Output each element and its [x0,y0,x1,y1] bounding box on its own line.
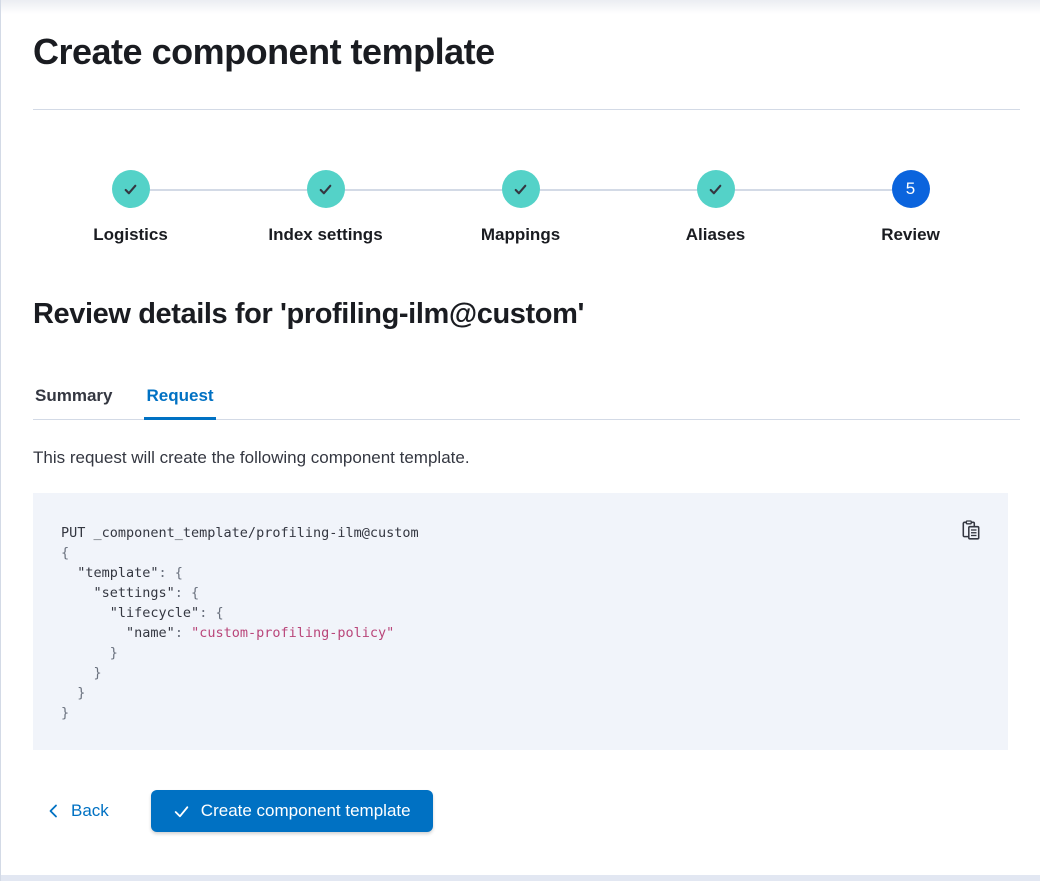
code-line: } [61,705,70,722]
request-description: This request will create the following c… [33,447,470,467]
step-label: Review [881,225,940,245]
code-line: { [61,545,70,562]
create-button-label: Create component template [200,801,411,821]
step-complete-circle [111,170,150,209]
step-label: Mappings [480,225,561,245]
code-line: } [61,645,118,662]
review-tabs: Summary Request [33,380,1020,420]
step-current-circle: 5 [891,170,930,209]
bottom-panel-edge [1,875,1040,881]
back-button[interactable]: Back [46,801,109,821]
title-divider [33,109,1020,111]
back-button-label: Back [71,801,109,821]
wizard-footer: Back Create component template [33,790,1008,833]
stepper-step-index-settings[interactable]: Index settings [228,170,423,245]
step-complete-circle [696,170,735,209]
stepper-step-mappings[interactable]: Mappings [423,170,618,245]
code-line: "lifecycle": { [109,605,224,622]
code-line: PUT _component_template/profiling-ilm@cu… [61,525,419,542]
check-icon [709,184,722,194]
code-line: "settings": { [93,585,200,602]
tab-request[interactable]: Request [144,380,216,420]
step-label: Index settings [268,225,383,245]
review-heading: Review details for 'profiling-ilm@custom… [33,298,584,331]
step-label: Logistics [93,225,168,245]
stepper-step-logistics[interactable]: Logistics [33,170,228,245]
create-component-template-button[interactable]: Create component template [150,790,433,833]
step-number: 5 [905,179,916,199]
code-line: "template": { [77,565,183,582]
top-shadow [1,0,1040,14]
step-complete-circle [501,170,540,209]
copy-clipboard-icon [962,520,980,540]
check-icon [174,805,189,817]
page-title: Create component template [33,31,495,72]
step-label: Aliases [685,225,746,245]
copy-to-clipboard-button[interactable] [960,519,982,541]
code-line: } [61,665,102,682]
stepper-step-aliases[interactable]: Aliases [618,170,813,245]
check-icon [514,184,527,194]
chevron-left-icon [49,804,57,818]
request-code: PUT _component_template/profiling-ilm@cu… [61,523,980,723]
check-icon [319,184,332,194]
code-line: } [61,685,86,702]
tab-summary[interactable]: Summary [33,380,114,419]
code-line: "name": "custom-profiling-policy" [126,625,395,642]
check-icon [124,184,137,194]
step-complete-circle [306,170,345,209]
request-code-block: PUT _component_template/profiling-ilm@cu… [33,493,1008,751]
